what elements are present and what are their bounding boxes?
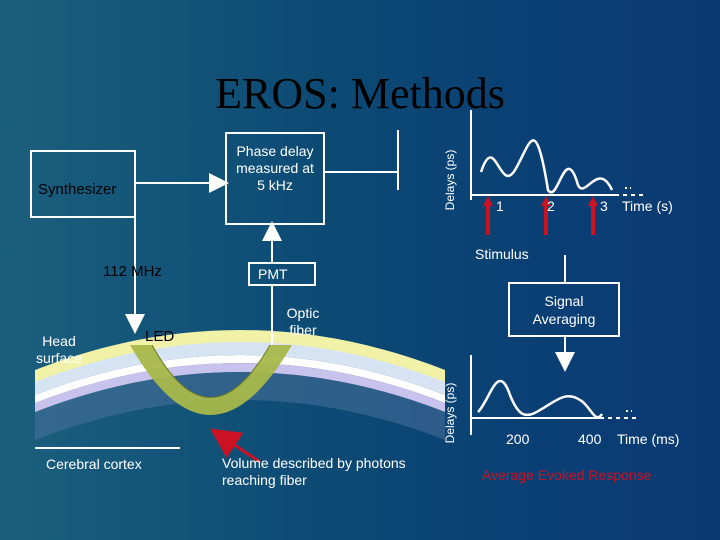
signal-averaging-box [508, 282, 620, 337]
top-xlabel: Time (s) [622, 198, 673, 214]
bottom-xlabel: Time (ms) [617, 431, 680, 447]
signal-averaging-label: Signal Averaging [532, 293, 596, 327]
synthesizer-label: Synthesizer [38, 181, 117, 198]
freq-label: 112 MHz [103, 263, 162, 280]
bottom-chart-ylabel: Delays (ps) [443, 382, 457, 444]
average-response-label: Average Evoked Response [482, 467, 652, 483]
photon-volume [130, 345, 292, 415]
page-title: EROS: Methods [215, 69, 505, 118]
stimulus-label: Stimulus [475, 246, 529, 262]
pmt-box [248, 262, 316, 286]
phase-delay-box [225, 132, 325, 225]
phase-delay-label: Phase delay measured at 5 kHz [236, 143, 314, 193]
top-chart-ylabel: Delays (ps) [443, 149, 457, 211]
optic-fiber-label: Optic fiber [286, 305, 320, 338]
top-tick-1: 1 [496, 198, 504, 214]
evoked-response-curve [477, 379, 604, 419]
led-label: LED [145, 328, 175, 345]
volume-label: Volume described by photons reaching fib… [222, 455, 406, 488]
synthesizer-box [30, 150, 136, 218]
top-tick-3: 3 [600, 198, 608, 214]
top-tick-2: 2 [547, 198, 555, 214]
bottom-tick-200: 200 [506, 431, 530, 447]
head-surface-label: Head surface [36, 333, 82, 366]
pmt-label: PMT [258, 266, 288, 282]
cerebral-cortex-label: Cerebral cortex [46, 456, 142, 472]
bottom-tick-400: 400 [578, 431, 602, 447]
